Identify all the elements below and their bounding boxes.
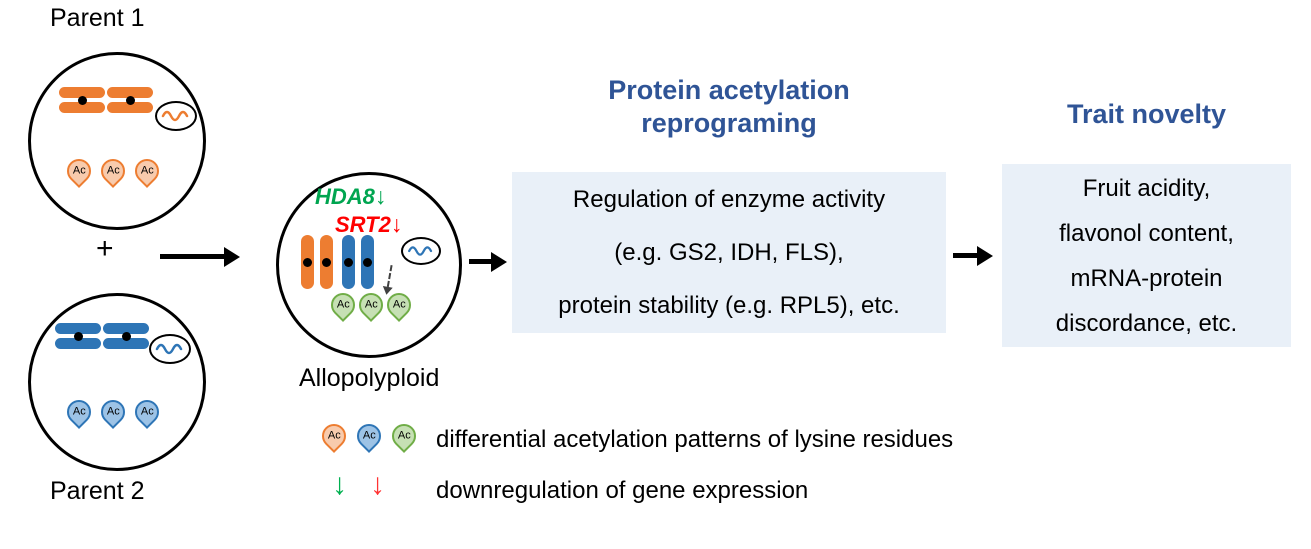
legend-acetylation-caption: differential acetylation patterns of lys…	[436, 426, 954, 453]
dashed-down-arrow	[380, 264, 397, 296]
mitochondrion-icon	[155, 101, 197, 131]
ac-label: Ac	[336, 299, 350, 311]
ac-pin-orange: Ac	[96, 154, 130, 188]
chromosome-blue	[55, 323, 101, 349]
chromatid	[107, 87, 153, 98]
chromatid	[59, 87, 105, 98]
ac-label: Ac	[397, 430, 411, 442]
legend-ac-pin-green: Ac	[387, 419, 421, 453]
hda8-gene: HDA8↓	[315, 183, 386, 210]
trait-panel: Fruit acidity, flavonol content, mRNA-pr…	[1002, 164, 1291, 347]
ac-label: Ac	[364, 299, 378, 311]
centromere-dot	[125, 95, 135, 105]
ac-pin-orange: Ac	[130, 154, 164, 188]
parent1-cell: Ac Ac Ac	[28, 52, 206, 230]
acetylation-heading: Protein acetylation reprograming	[512, 74, 946, 140]
arrow-to-acetylation	[469, 259, 491, 264]
ac-pin-blue: Ac	[130, 395, 164, 429]
chromosome-blue	[103, 323, 149, 349]
trait-body-line1: Fruit acidity,	[1082, 174, 1211, 202]
chromosome-orange	[107, 87, 153, 113]
ac-label: Ac	[72, 165, 86, 177]
ac-label: Ac	[392, 299, 406, 311]
centromere-dot	[363, 257, 372, 267]
chromosome-blue-vertical	[342, 235, 355, 289]
centromere-dot	[322, 257, 331, 267]
allopolyploid-cell: HDA8↓ SRT2↓ Ac Ac Ac	[276, 172, 462, 358]
acetylation-heading-line2: reprograming	[641, 108, 817, 138]
squiggle-icon	[161, 110, 189, 122]
centromere-dot	[303, 257, 312, 267]
acetylation-heading-line1: Protein acetylation	[608, 75, 850, 105]
centromere-dot	[77, 95, 87, 105]
green-down-arrow-icon: ↓	[332, 468, 347, 501]
squiggle-icon	[155, 343, 183, 355]
hda8-label: HDA8	[315, 184, 375, 209]
arrow-to-trait	[953, 253, 977, 258]
ac-label: Ac	[72, 406, 86, 418]
chromatid	[107, 102, 153, 113]
srt2-gene: SRT2↓	[335, 211, 402, 238]
chromatid	[55, 338, 101, 349]
chromatid	[55, 323, 101, 334]
acetylation-body-line3: protein stability (e.g. RPL5), etc.	[558, 292, 900, 319]
squiggle-icon	[408, 246, 433, 256]
trait-body-line4: discordance, etc.	[1055, 309, 1238, 337]
chromatid	[103, 323, 149, 334]
mitochondrion-icon	[149, 334, 191, 364]
ac-label: Ac	[140, 406, 154, 418]
centromere-dot	[344, 257, 353, 267]
srt2-label: SRT2	[335, 212, 391, 237]
dashed-line	[386, 265, 393, 288]
trait-heading: Trait novelty	[1066, 99, 1227, 129]
mitochondrion-icon	[401, 237, 441, 265]
green-down-arrow-icon: ↓	[374, 183, 387, 209]
red-down-arrow-icon: ↓	[370, 468, 385, 501]
ac-label: Ac	[106, 165, 120, 177]
ac-pin-green: Ac	[326, 288, 360, 322]
parent2-label: Parent 2	[50, 477, 145, 505]
chromosome-orange	[59, 87, 105, 113]
ac-pin-blue: Ac	[62, 395, 96, 429]
acetylation-body-line2: (e.g. GS2, IDH, FLS),	[614, 239, 844, 266]
ac-label: Ac	[140, 165, 154, 177]
acetylation-body-line1: Regulation of enzyme activity	[572, 186, 886, 213]
ac-label: Ac	[106, 406, 120, 418]
ac-pin-blue: Ac	[96, 395, 130, 429]
trait-body-line2: flavonol content,	[1059, 219, 1234, 247]
chromosome-orange-vertical	[301, 235, 314, 289]
chromosome-orange-vertical	[320, 235, 333, 289]
centromere-dot	[121, 331, 131, 341]
parent1-label: Parent 1	[50, 4, 145, 32]
chromosome-blue-vertical	[361, 235, 374, 289]
parent2-cell: Ac Ac Ac	[28, 293, 206, 471]
ac-label: Ac	[327, 430, 341, 442]
plus-sign: +	[96, 232, 114, 265]
allopolyploid-label: Allopolyploid	[299, 364, 440, 392]
legend-downregulation-caption: downregulation of gene expression	[436, 477, 809, 504]
centromere-dot	[73, 331, 83, 341]
trait-body-line3: mRNA-protein	[1070, 264, 1223, 292]
chromatid	[59, 102, 105, 113]
merge-arrow	[160, 254, 224, 259]
legend-ac-pin-orange: Ac	[317, 419, 351, 453]
ac-label: Ac	[362, 430, 376, 442]
legend-ac-pin-blue: Ac	[352, 419, 386, 453]
chromatid	[103, 338, 149, 349]
acetylation-panel: Regulation of enzyme activity (e.g. GS2,…	[512, 172, 946, 333]
ac-pin-orange: Ac	[62, 154, 96, 188]
red-down-arrow-icon: ↓	[390, 211, 403, 237]
